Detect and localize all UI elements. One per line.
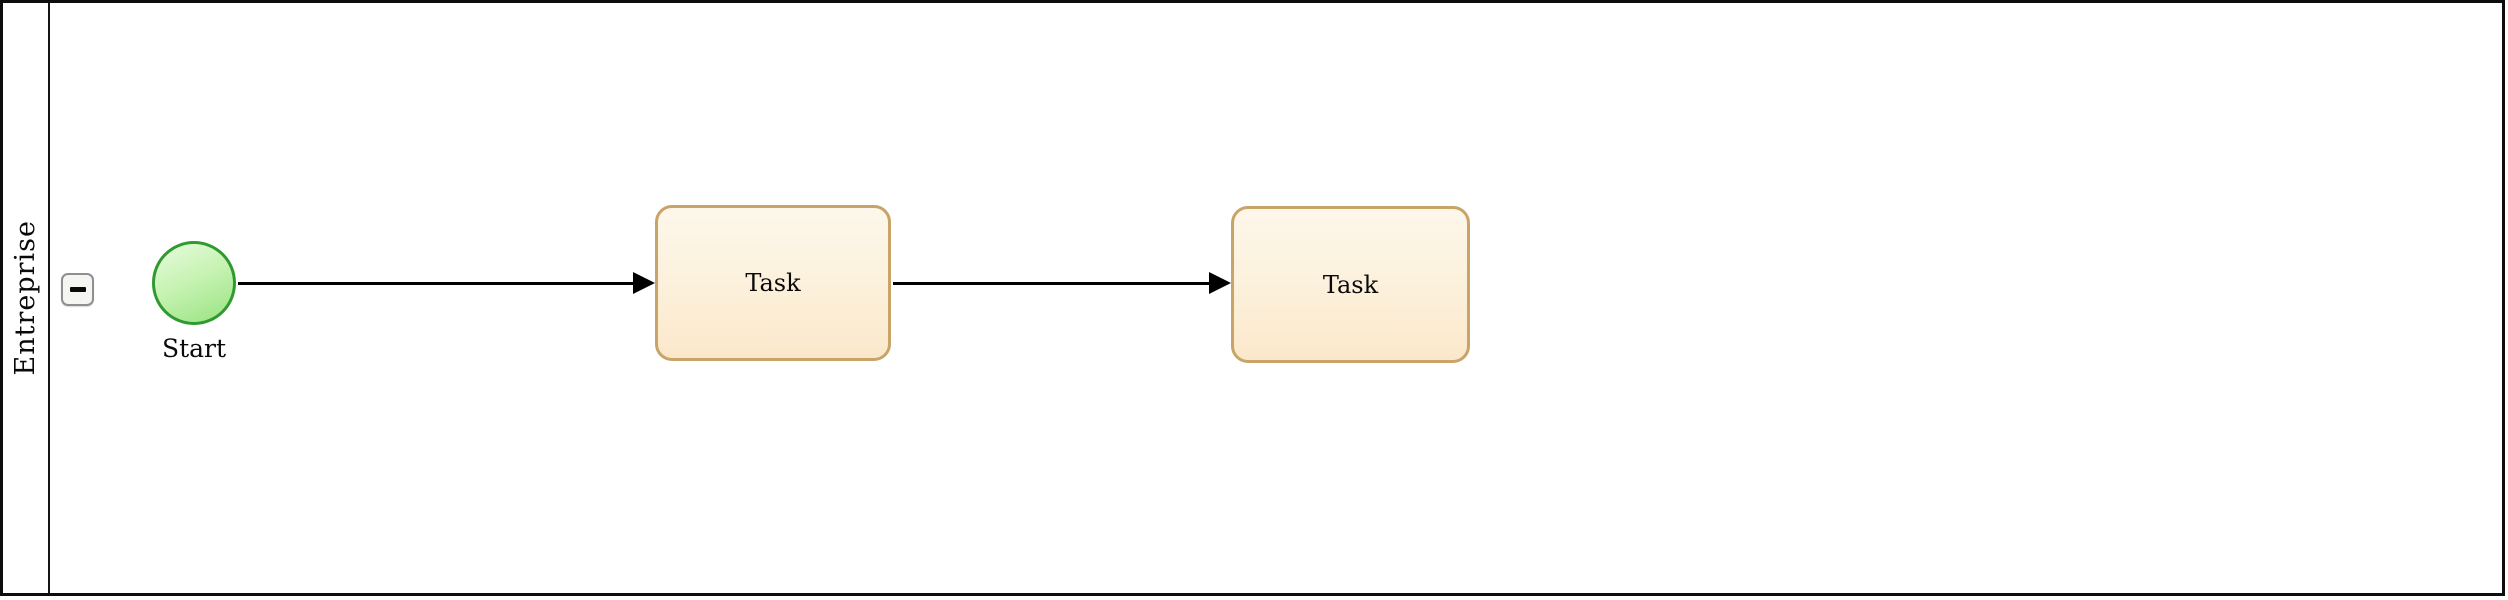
task-1-label: Task [745,269,801,297]
sequence-flow-2[interactable] [893,282,1210,285]
minus-icon [69,287,86,292]
sequence-flow-1-arrowhead-icon [633,272,655,294]
pool-label-band: Entreprise [3,3,50,593]
sequence-flow-1[interactable] [238,282,634,285]
task-node-2[interactable]: Task [1231,206,1470,363]
task-2-label: Task [1322,270,1379,299]
task-node-1[interactable]: Task [655,205,891,361]
sequence-flow-2-arrowhead-icon [1209,272,1231,294]
start-event-shape[interactable] [152,241,236,325]
start-event-label: Start [161,334,227,363]
pool-collapse-button[interactable] [61,273,94,306]
pool-label: Entreprise [10,220,41,376]
